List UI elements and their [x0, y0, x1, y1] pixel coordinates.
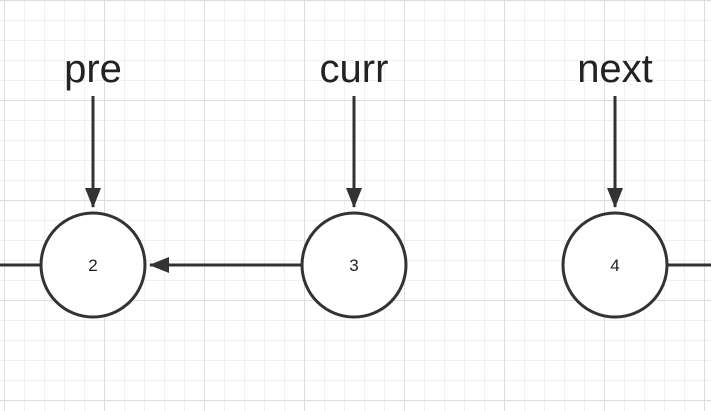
pointer-label-pre: pre	[64, 47, 122, 91]
pointer-label-curr: curr	[320, 47, 389, 91]
list-node-2: 2	[39, 211, 147, 319]
node-circle	[561, 211, 669, 319]
pointer-label-next: next	[577, 47, 653, 91]
node-value: 2	[88, 256, 97, 275]
list-node-3: 3	[300, 211, 408, 319]
node-value: 3	[349, 256, 358, 275]
list-node-4: 4	[561, 211, 669, 319]
node-circle	[300, 211, 408, 319]
node-value: 4	[610, 256, 619, 275]
node-circle	[39, 211, 147, 319]
